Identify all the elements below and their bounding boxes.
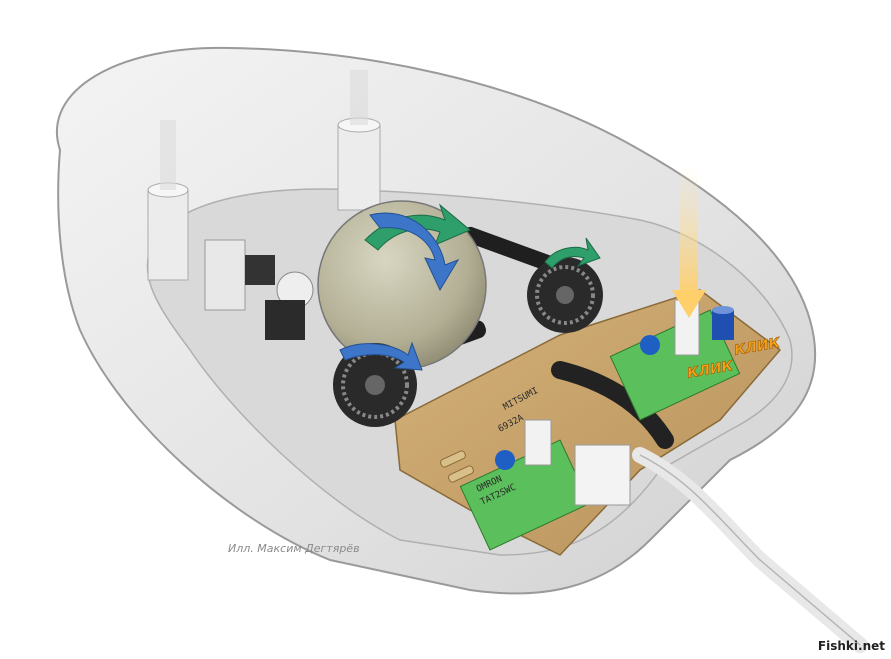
microswitch-front: OMRON TAT2SWC bbox=[459, 419, 591, 551]
capacitor bbox=[712, 306, 734, 340]
left-mechanism bbox=[204, 239, 314, 340]
encoder-wheel-y bbox=[527, 257, 603, 333]
press-indicator-beam bbox=[680, 165, 698, 295]
roller-arrow-green bbox=[544, 237, 601, 269]
screw-post-right bbox=[337, 70, 381, 211]
screw-post-left bbox=[147, 120, 189, 281]
press-indicator-arrowhead bbox=[672, 290, 706, 318]
resistor-2 bbox=[448, 465, 474, 483]
roller-arrow-blue bbox=[339, 341, 423, 371]
connector-block bbox=[574, 444, 631, 506]
wire-bundle bbox=[551, 361, 674, 449]
illustration-credit: Илл. Максим Дегтярёв bbox=[228, 542, 360, 555]
watermark: Fishki.net bbox=[817, 639, 885, 653]
microswitch-rear bbox=[609, 299, 741, 421]
ball-rotation-arrow-blue bbox=[369, 212, 460, 292]
resistor-1 bbox=[440, 450, 466, 468]
